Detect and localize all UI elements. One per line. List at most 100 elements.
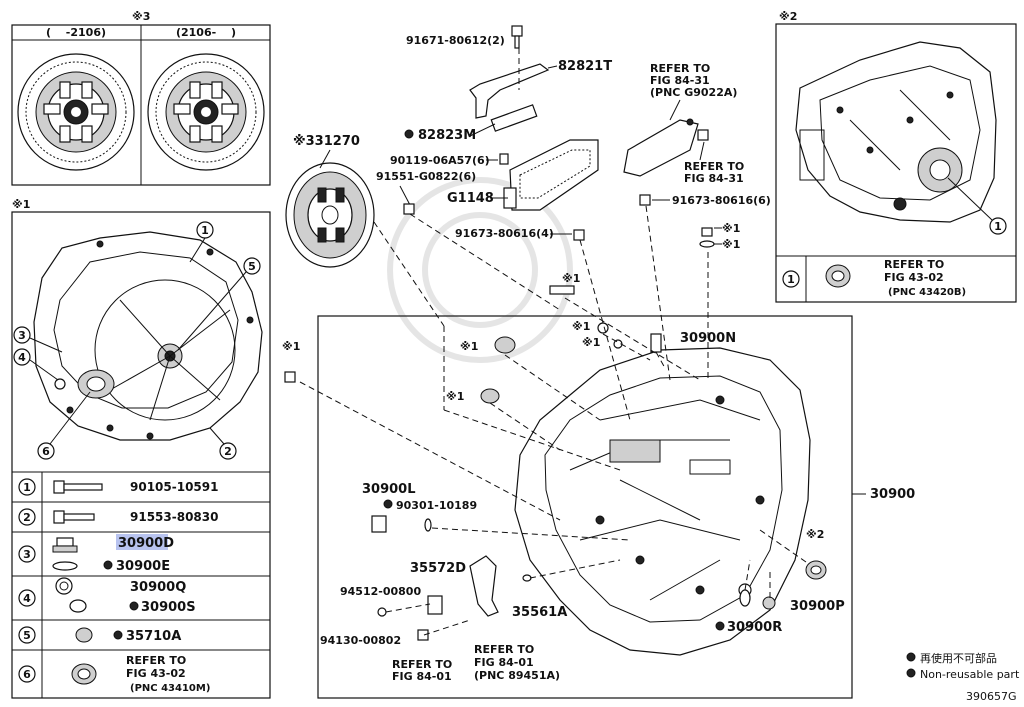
row-num-5: 5 <box>23 629 31 642</box>
note-star2-right: ※2 <box>779 10 797 23</box>
row-num-2: 2 <box>23 511 31 524</box>
bolt-icon <box>403 203 415 215</box>
part-90301-10189[interactable]: 90301-10189 <box>396 499 477 512</box>
left-parts-table: 1 2 3 4 5 6 90105-10591 91553-80830 3090… <box>12 471 270 698</box>
part-94130-00802[interactable]: 94130-00802 <box>320 634 401 647</box>
refer-fig-84-31-g9022a-line2: FIG 84-31 <box>650 74 710 87</box>
part-94512-00800[interactable]: 94512-00800 <box>340 585 421 598</box>
bolt-icon <box>639 194 651 206</box>
part-91671-80612[interactable]: 91671-80612(2) <box>406 34 505 47</box>
part-35561A[interactable]: 35561A <box>512 605 567 620</box>
shift-lever-image <box>427 555 499 617</box>
callout-1: 1 <box>201 224 209 237</box>
refer-fig-43-02-b[interactable]: REFER TO <box>884 258 944 271</box>
part-90105-10591[interactable]: 90105-10591 <box>130 480 218 494</box>
callout-3: 3 <box>18 329 26 342</box>
part-30900[interactable]: 30900 <box>870 487 915 502</box>
part-30900P[interactable]: 30900P <box>790 599 845 614</box>
seal-icon <box>75 627 93 643</box>
note-star3: ※3 <box>132 10 150 23</box>
gasket-icon <box>52 561 78 571</box>
part-35710A[interactable]: 35710A <box>126 629 181 644</box>
part-30900Q[interactable]: 30900Q <box>130 580 186 595</box>
refer-fig-84-01-a[interactable]: REFER TO <box>392 658 452 671</box>
part-82821T[interactable]: 82821T <box>558 59 612 74</box>
note-star1-e: ※1 <box>582 336 600 349</box>
bolt-icon <box>573 229 585 241</box>
part-82823M[interactable]: 82823M <box>418 128 476 143</box>
bolt-icon <box>284 371 296 383</box>
refer-fig-84-01-b-line2: FIG 84-01 <box>474 656 534 669</box>
plug-icon <box>56 537 74 547</box>
bolt-icon <box>53 480 65 494</box>
refer-fig-84-31-g9022a[interactable]: REFER TO <box>650 62 710 75</box>
refer-fig-84-31-g9022a-pnc: (PNC G9022A) <box>650 86 737 99</box>
part-30900E[interactable]: 30900E <box>116 559 170 574</box>
refer-fig-43-02-a[interactable]: REFER TO <box>126 654 186 667</box>
left-callouts: 1 2 3 4 5 6 <box>13 221 261 460</box>
case-rear-box <box>775 23 1017 303</box>
part-30900D[interactable]: 30900D <box>118 536 174 551</box>
refer-fig-43-02-b-line2: FIG 43-02 <box>884 271 944 284</box>
refer-fig-84-01-b-pnc: (PNC 89451A) <box>474 669 560 682</box>
part-30900L[interactable]: 30900L <box>362 482 416 497</box>
refer-fig-84-31[interactable]: REFER TO <box>684 160 744 173</box>
clutch-cover-image <box>285 162 375 268</box>
legend-jp: 再使用不可部品 <box>920 651 997 665</box>
clutch-disc-right-image <box>147 53 265 171</box>
plug-icon <box>55 577 73 595</box>
transaxle-case-front-image <box>33 231 263 441</box>
figure-id: 390657G <box>966 690 1017 703</box>
note-star1-b: ※1 <box>722 238 740 251</box>
assembly-leader-lines <box>299 48 807 636</box>
part-30900R[interactable]: 30900R <box>727 620 782 635</box>
refer-fig-84-31-line2: FIG 84-31 <box>684 172 744 185</box>
transaxle-assembly-image <box>514 347 811 656</box>
bolt-91671-image <box>511 25 523 49</box>
legend-en: Non-reusable part <box>920 668 1020 681</box>
part-91553-80830[interactable]: 91553-80830 <box>130 510 218 524</box>
refer-fig-84-01-b[interactable]: REFER TO <box>474 643 534 656</box>
row-num-right-1: 1 <box>787 273 795 286</box>
bolt-icon <box>549 285 575 295</box>
note-star1-g: ※1 <box>446 390 464 403</box>
callout-2: 2 <box>224 445 232 458</box>
note-star2-main: ※2 <box>806 528 824 541</box>
callout-5: 5 <box>248 260 256 273</box>
part-30900N[interactable]: 30900N <box>680 331 736 346</box>
highlight-30900D <box>116 534 168 550</box>
case-detail-box <box>11 211 271 699</box>
note-star1-h: ※1 <box>282 340 300 353</box>
col-right-header: (2106- ) <box>176 26 236 39</box>
part-90119-06A57[interactable]: 90119-06A57(6) <box>390 154 490 167</box>
row-num-4: 4 <box>23 592 31 605</box>
note-star1-c: ※1 <box>562 272 580 285</box>
note-star1-d: ※1 <box>572 320 590 333</box>
bracket-82821T-image <box>469 63 550 119</box>
insulator-82823M-image <box>490 104 538 132</box>
part-G1148[interactable]: G1148 <box>447 191 494 206</box>
note-star1-f: ※1 <box>460 340 478 353</box>
note-star1-left: ※1 <box>12 198 30 211</box>
refer-fig-43-02-a-line2: FIG 43-02 <box>126 667 186 680</box>
bolt-icon <box>417 629 429 641</box>
part-91673-80616-4[interactable]: 91673-80616(4) <box>455 227 554 240</box>
clutch-disc-left-image <box>17 53 135 171</box>
refer-fig-84-01-a-line2: FIG 84-01 <box>392 670 452 683</box>
refer-fig-43-02-a-pnc: (PNC 43410M) <box>130 683 210 694</box>
refer-fig-43-02-b-pnc: (PNC 43420B) <box>888 287 966 298</box>
part-91673-80616-6[interactable]: 91673-80616(6) <box>672 194 771 207</box>
part-31270[interactable]: ※331270 <box>293 134 360 149</box>
row-num-1: 1 <box>23 481 31 494</box>
main-assembly-box <box>317 315 853 699</box>
row-num-3: 3 <box>23 548 31 561</box>
callout-6: 6 <box>42 445 50 458</box>
note-star1-a: ※1 <box>722 222 740 235</box>
callout-4: 4 <box>18 351 26 364</box>
part-35572D[interactable]: 35572D <box>410 561 466 576</box>
o-ring-icon <box>69 599 87 613</box>
part-91551-G0822[interactable]: 91551-G0822(6) <box>376 170 476 183</box>
part-30900S[interactable]: 30900S <box>141 600 196 615</box>
